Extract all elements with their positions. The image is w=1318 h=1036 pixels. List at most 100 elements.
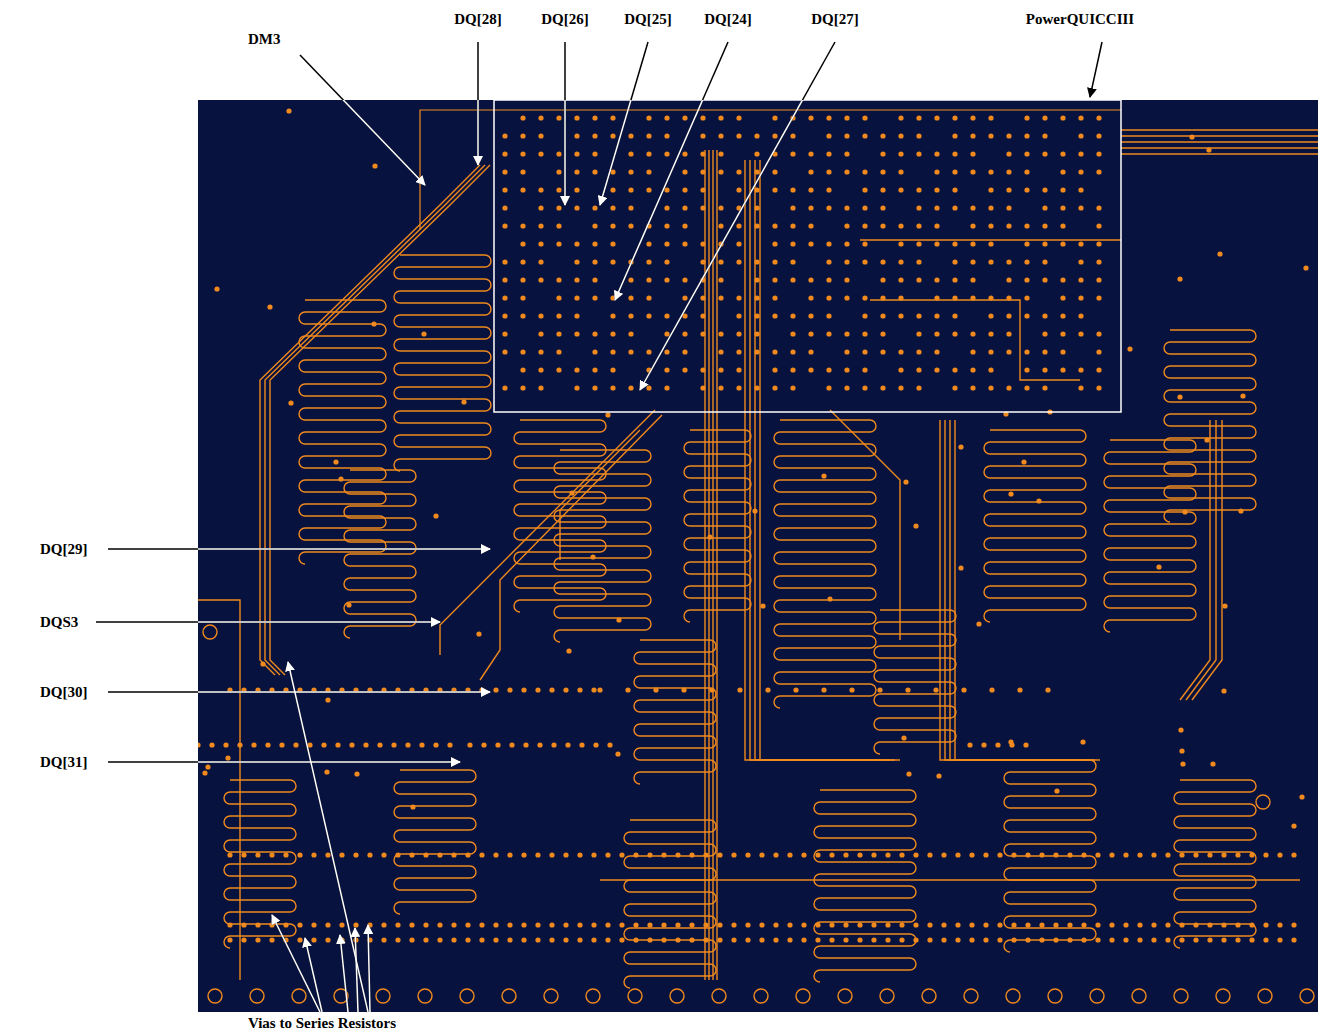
via: [616, 617, 621, 622]
leader-line: [300, 100, 425, 185]
via: [1024, 169, 1029, 174]
via: [538, 205, 543, 210]
via: [591, 922, 596, 927]
via: [958, 444, 963, 449]
signal-label: DQS3: [38, 613, 80, 631]
leader-line: [600, 42, 648, 205]
via: [682, 187, 687, 192]
via: [520, 349, 525, 354]
via: [916, 187, 921, 192]
via: [1096, 169, 1101, 174]
via: [1021, 459, 1026, 464]
via: [646, 295, 651, 300]
via: [1024, 313, 1029, 318]
via: [675, 937, 680, 942]
via: [717, 852, 722, 857]
via: [808, 349, 813, 354]
via: [880, 133, 885, 138]
trace: [1180, 420, 1210, 700]
via: [590, 554, 595, 559]
via: [1151, 922, 1156, 927]
via: [1053, 922, 1058, 927]
via: [1179, 748, 1184, 753]
via: [1193, 852, 1198, 857]
via: [372, 163, 377, 168]
via: [898, 385, 903, 390]
via: [610, 349, 615, 354]
trace: [394, 770, 476, 914]
via: [556, 151, 561, 156]
signal-label: DQ[31]: [38, 753, 90, 771]
via: [970, 259, 975, 264]
via: [628, 385, 633, 390]
via: [970, 169, 975, 174]
via: [675, 852, 680, 857]
via: [736, 133, 741, 138]
via: [808, 115, 813, 120]
via: [736, 223, 741, 228]
via: [646, 133, 651, 138]
via: [898, 187, 903, 192]
via: [502, 331, 507, 336]
signal-label: DQ[28]: [452, 10, 504, 28]
via: [1221, 922, 1226, 927]
via: [577, 922, 582, 927]
via: [790, 133, 795, 138]
via: [592, 385, 597, 390]
via: [1263, 922, 1268, 927]
via: [205, 764, 210, 769]
trace: [224, 780, 296, 948]
via: [625, 687, 630, 692]
via: [1039, 852, 1044, 857]
via: [1039, 937, 1044, 942]
via: [451, 937, 456, 942]
via: [1060, 295, 1065, 300]
leader-line: [288, 662, 368, 1012]
mounting-pad: [460, 989, 474, 1003]
via: [844, 259, 849, 264]
via: [538, 367, 543, 372]
via: [934, 367, 939, 372]
via: [933, 687, 938, 692]
via: [1249, 922, 1254, 927]
via: [1011, 922, 1016, 927]
via: [754, 151, 759, 156]
trace: [1121, 129, 1318, 130]
trace: [712, 150, 713, 980]
via: [367, 852, 372, 857]
via: [563, 937, 568, 942]
via: [843, 922, 848, 927]
via: [255, 922, 260, 927]
via: [437, 922, 442, 927]
via: [916, 241, 921, 246]
via: [1291, 823, 1296, 828]
via: [1024, 259, 1029, 264]
via: [461, 399, 466, 404]
leader-line: [340, 935, 348, 1012]
mounting-pad: [1048, 989, 1062, 1003]
via: [1042, 205, 1047, 210]
leader-line: [640, 42, 835, 390]
via: [628, 223, 633, 228]
signal-label: DQ[26]: [539, 10, 591, 28]
via: [1006, 385, 1011, 390]
via: [843, 852, 848, 857]
via: [862, 223, 867, 228]
via: [538, 223, 543, 228]
signal-label: DQ[27]: [809, 10, 861, 28]
via: [790, 187, 795, 192]
via: [502, 385, 507, 390]
via: [862, 295, 867, 300]
via: [905, 687, 910, 692]
via: [801, 922, 806, 927]
via: [821, 473, 826, 478]
via: [633, 937, 638, 942]
trace: [265, 165, 485, 675]
via: [871, 852, 876, 857]
via: [988, 223, 993, 228]
via: [934, 313, 939, 318]
via: [988, 115, 993, 120]
via: [349, 742, 354, 747]
via: [1011, 937, 1016, 942]
via: [664, 331, 669, 336]
